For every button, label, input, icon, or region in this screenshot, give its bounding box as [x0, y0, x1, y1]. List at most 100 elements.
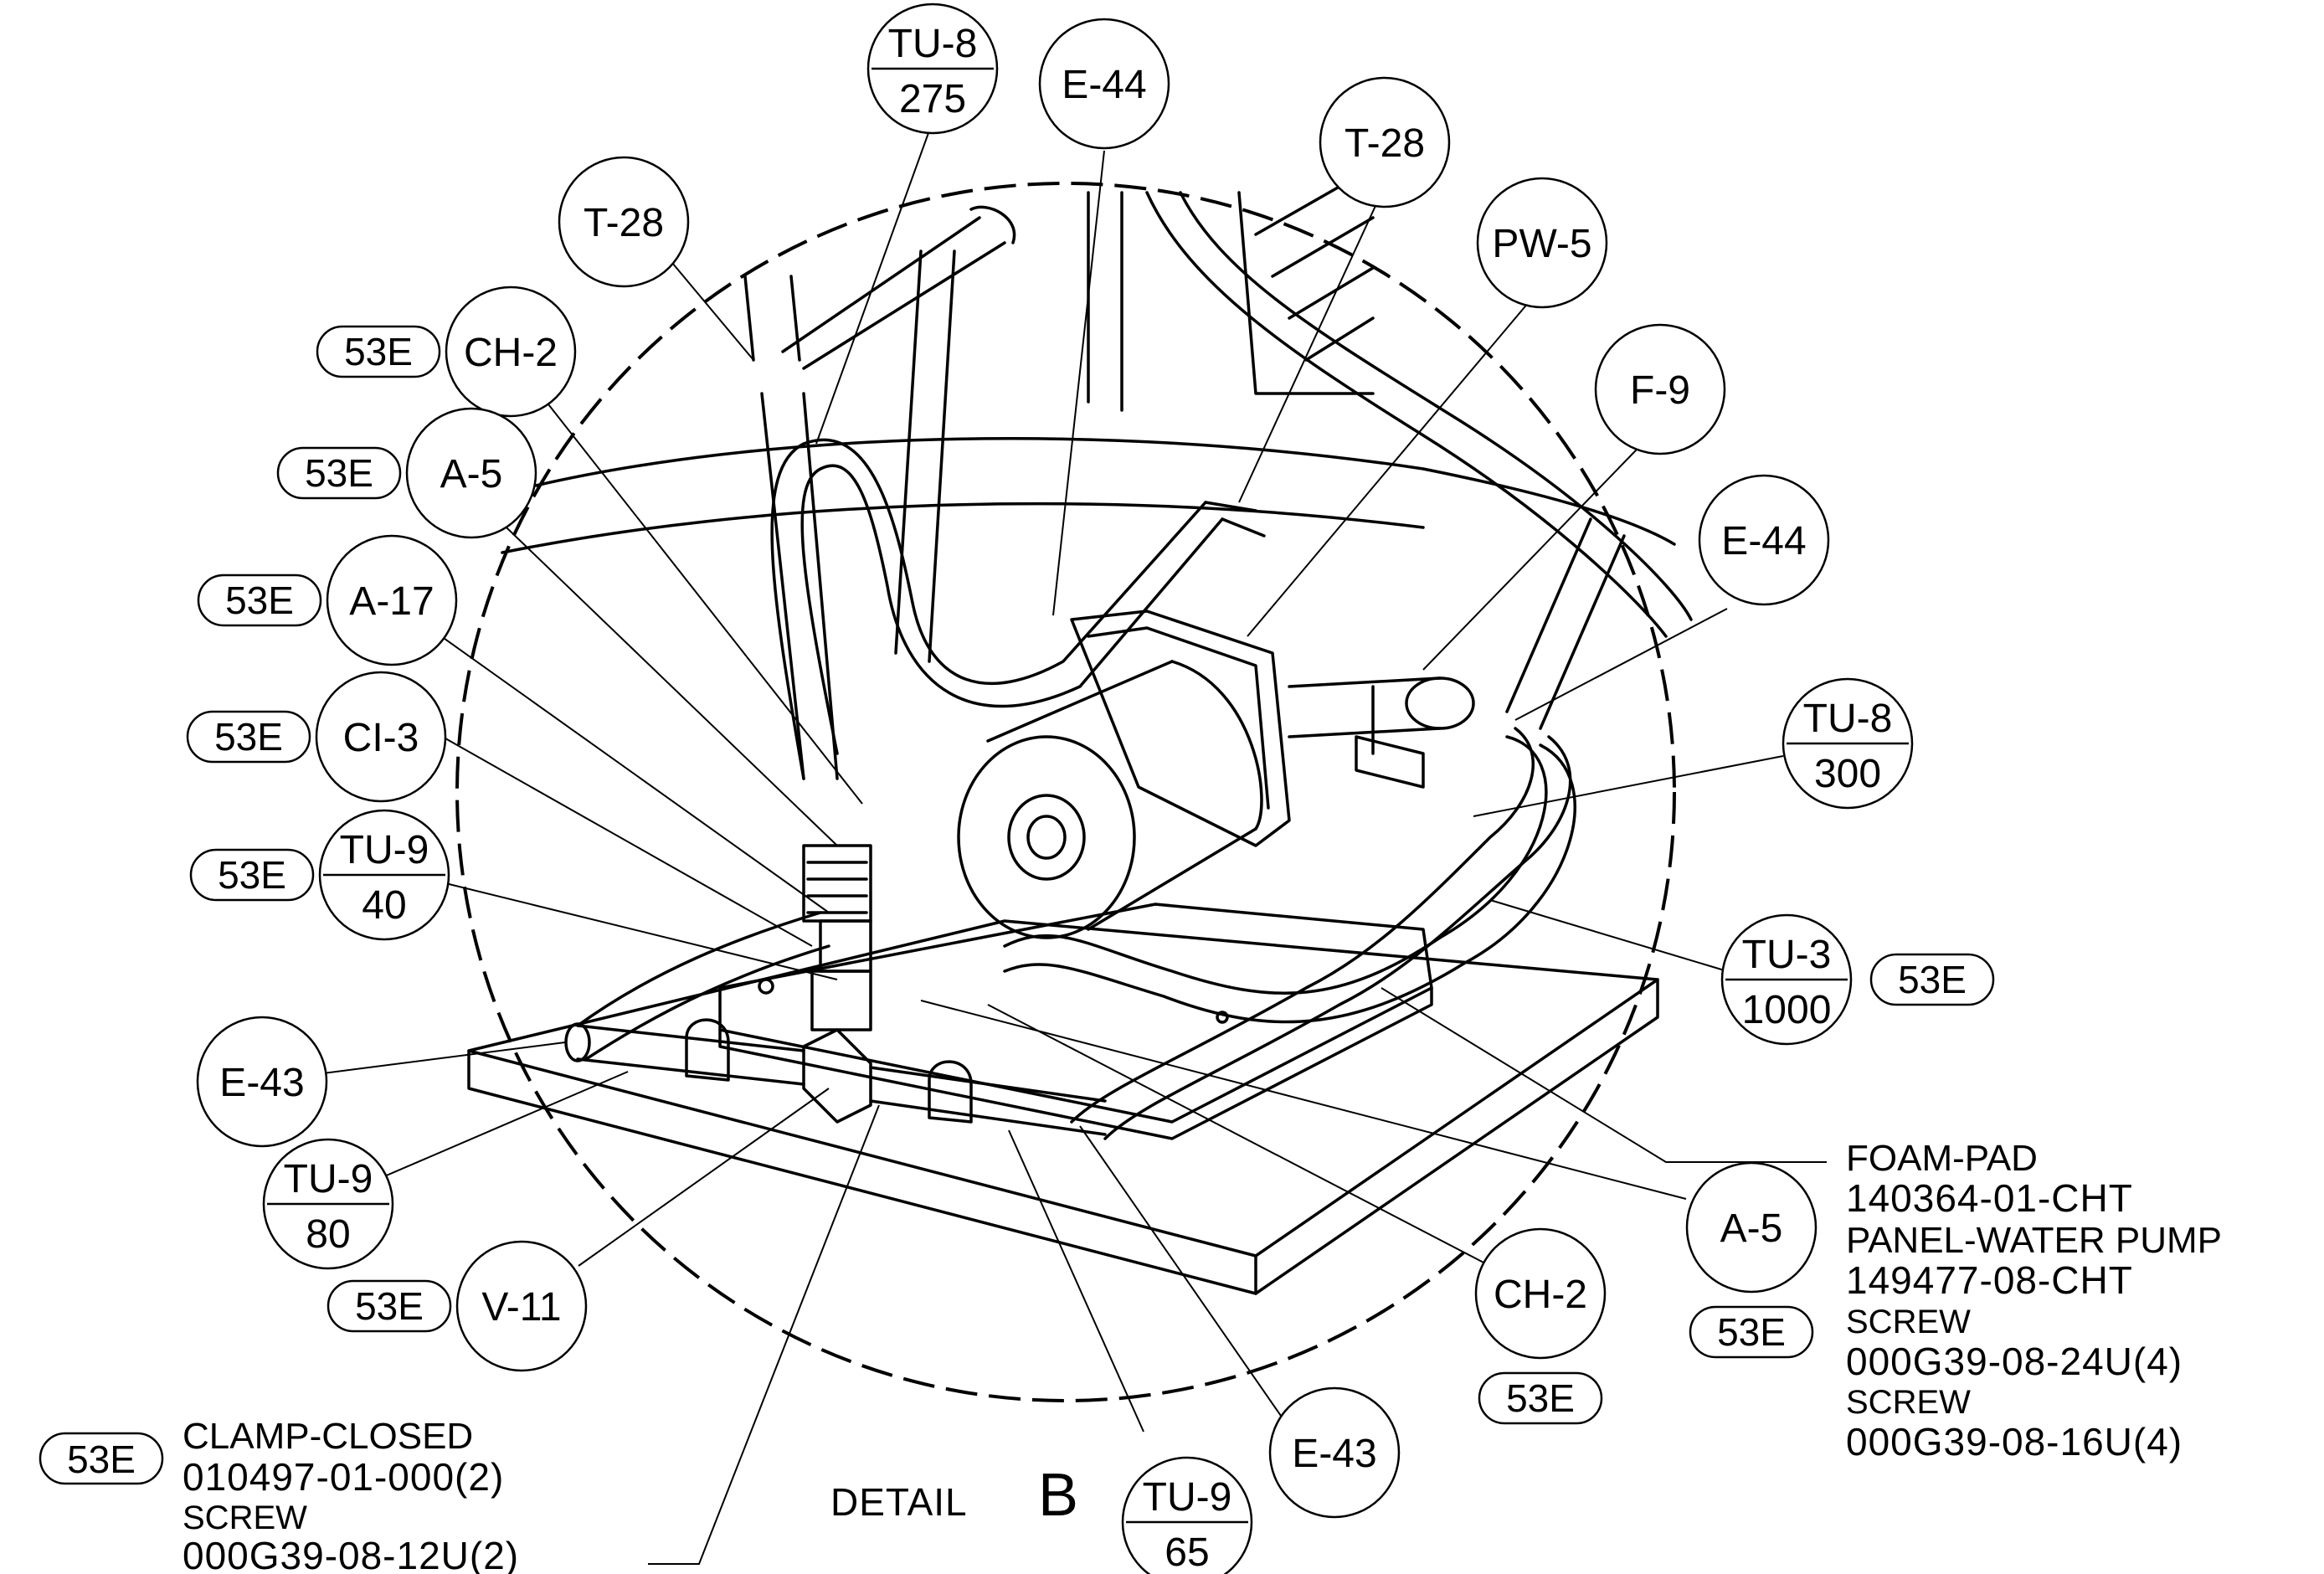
balloon-label: F-9 — [1630, 368, 1690, 413]
balloon-circle — [558, 156, 690, 288]
note-screw-3-pn: 000G39-08-12U(2) — [183, 1534, 519, 1574]
balloon-label: CI-3 — [343, 716, 419, 760]
balloon-e-44: E-44 — [1038, 18, 1170, 150]
ref-pill — [1478, 1371, 1603, 1425]
balloon-label: CH-2 — [1494, 1273, 1587, 1317]
balloon-tu-8: TU-8 300 — [1782, 677, 1914, 810]
balloon-circle — [1268, 1386, 1401, 1519]
ref-pill — [189, 848, 315, 902]
detail-boundary-circle — [455, 182, 1676, 1402]
notes-left-ref-pill — [39, 1432, 164, 1485]
balloon-label: TU-3 — [1742, 933, 1832, 977]
balloon-label: TU-8 — [1803, 697, 1893, 741]
leader-lines — [270, 121, 1827, 1565]
balloon-label: E-44 — [1062, 63, 1146, 107]
balloon-e-43: E-43 — [196, 1016, 328, 1148]
balloon-a-5: A-5 53E — [1685, 1161, 1818, 1359]
balloon-label: A-5 — [1720, 1206, 1783, 1251]
ref-pill — [276, 446, 402, 500]
balloon-ci-3: CI-3 53E — [186, 671, 447, 803]
note-foam-pad-pn: 140364-01-CHT — [1846, 1176, 2133, 1220]
balloon-quantity: 1000 — [1742, 988, 1832, 1032]
balloon-circle — [315, 671, 447, 803]
ref-pill-label: 53E — [214, 715, 283, 759]
balloon-label: A-17 — [349, 579, 434, 624]
balloon-circle — [196, 1016, 328, 1148]
note-screw-2-pn: 000G39-08-16U(4) — [1846, 1420, 2183, 1463]
ref-pill — [326, 1279, 452, 1333]
balloon-tu-3: TU-3 1000 53E — [1720, 913, 1995, 1046]
balloon-label: TU-9 — [1143, 1475, 1232, 1520]
balloon-pw-5: PW-5 — [1476, 177, 1608, 309]
balloon-circle — [1038, 18, 1170, 150]
note-clamp-closed: CLAMP-CLOSED — [183, 1416, 473, 1457]
ref-pill-label: 53E — [1717, 1310, 1786, 1354]
balloon-label: CH-2 — [464, 331, 558, 375]
balloon-a-17: A-17 53E — [197, 534, 458, 666]
balloon-label: TU-8 — [888, 22, 978, 66]
balloon-quantity: 40 — [362, 883, 406, 928]
balloon-label: TU-9 — [284, 1157, 373, 1201]
balloon-label: TU-9 — [340, 828, 429, 872]
note-panel-water-pump: PANEL-WATER PUMP — [1846, 1220, 2222, 1261]
balloon-circle — [1121, 1456, 1253, 1574]
balloon-tu-9: TU-9 65 — [1121, 1456, 1253, 1574]
balloon-label: T-28 — [584, 201, 664, 245]
balloon-circle — [455, 1240, 588, 1372]
ref-pill — [186, 710, 311, 764]
notes-right-block: FOAM-PAD 140364-01-CHT PANEL-WATER PUMP … — [1846, 1138, 2222, 1463]
balloon-quantity: 275 — [899, 77, 966, 121]
note-screw-1: SCREW — [1846, 1304, 1971, 1340]
balloon-e-43: E-43 — [1268, 1386, 1401, 1519]
ref-pill — [1869, 953, 1995, 1006]
notes-left-block: 53E CLAMP-CLOSED 010497-01-000(2) SCREW … — [39, 1416, 519, 1574]
balloon-quantity: 300 — [1814, 752, 1881, 796]
ref-pill-label: 53E — [1898, 958, 1967, 1001]
note-panel-water-pump-pn: 149477-08-CHT — [1846, 1258, 2133, 1302]
balloon-circle — [1319, 76, 1451, 208]
note-foam-pad: FOAM-PAD — [1846, 1138, 2038, 1179]
balloon-e-44: E-44 — [1698, 474, 1830, 606]
balloon-circle — [1685, 1161, 1818, 1294]
balloon-f-9: F-9 — [1594, 323, 1726, 455]
balloon-v-11: V-11 53E — [326, 1240, 588, 1372]
balloon-quantity: 65 — [1165, 1530, 1209, 1574]
notes-left-ref: 53E — [67, 1438, 136, 1481]
ref-pill-label: 53E — [355, 1284, 424, 1328]
ref-pill-label: 53E — [225, 579, 294, 622]
detail-title: DETAIL — [830, 1480, 968, 1524]
balloon-circle — [1474, 1227, 1607, 1360]
ref-pill — [316, 325, 441, 378]
ref-pill-label: 53E — [305, 451, 373, 495]
pump-assembly-illustration — [467, 166, 1693, 1295]
balloon-circle — [445, 285, 577, 418]
detail-title-letter: B — [1038, 1462, 1078, 1529]
ref-pill — [197, 574, 322, 627]
balloon-circle — [1476, 177, 1608, 309]
balloon-tu-9: TU-9 80 — [262, 1138, 394, 1270]
balloon-ch-2: CH-2 53E — [316, 285, 577, 418]
note-screw-1-pn: 000G39-08-24U(4) — [1846, 1340, 2183, 1383]
balloon-circle — [1698, 474, 1830, 606]
balloon-circle — [405, 407, 537, 539]
balloon-label: E-43 — [1292, 1432, 1376, 1476]
ref-pill-label: 53E — [218, 853, 286, 897]
balloon-a-5: A-5 53E — [276, 407, 537, 539]
balloon-circle — [1594, 323, 1726, 455]
balloon-t-28: T-28 — [1319, 76, 1451, 208]
balloon-label: V-11 — [481, 1285, 561, 1330]
balloon-tu-8: TU-8 275 — [866, 3, 999, 135]
balloon-label: A-5 — [440, 452, 503, 496]
balloon-t-28: T-28 — [558, 156, 690, 288]
ref-pill — [1689, 1305, 1814, 1359]
balloon-label: PW-5 — [1492, 222, 1591, 266]
balloon-label: E-43 — [219, 1061, 304, 1105]
note-clamp-closed-pn: 010497-01-000(2) — [183, 1455, 504, 1499]
balloon-quantity: 80 — [306, 1212, 350, 1257]
balloon-circle — [326, 534, 458, 666]
note-screw-2: SCREW — [1846, 1384, 1971, 1421]
ref-pill-label: 53E — [344, 330, 413, 373]
